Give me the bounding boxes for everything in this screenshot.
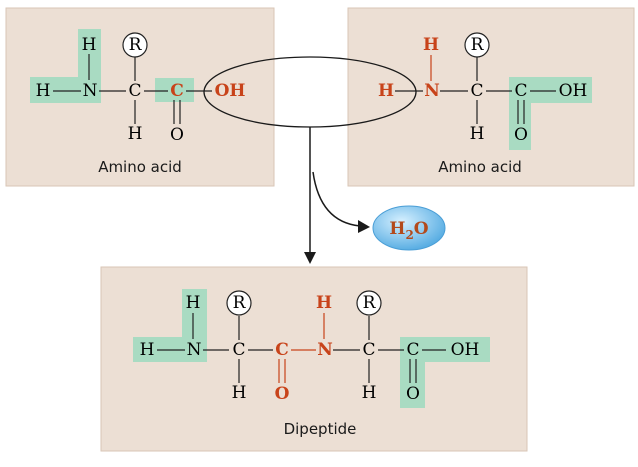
hydroxyl-group: OH <box>215 81 246 101</box>
carbonyl-carbon-atom: C <box>170 81 184 101</box>
hydrogen-atom: H <box>36 81 51 101</box>
alpha-carbon-atom: C <box>470 81 483 101</box>
peptide-hydrogen-atom: H <box>316 293 332 313</box>
water-release-arrow <box>312 171 361 227</box>
carboxyl-highlight <box>509 77 592 150</box>
amino-group-highlight <box>133 289 207 362</box>
peptide-oxygen-atom: O <box>275 384 290 404</box>
nitrogen-atom: N <box>83 81 98 101</box>
dipeptide-panel: H H N C R H C O H N C R H C O OH Dipepti… <box>100 266 528 452</box>
condensation-reaction <box>203 56 417 264</box>
r-group-label: R <box>129 35 143 55</box>
water-formula: H2O <box>389 219 428 242</box>
oxygen-atom: O <box>514 125 528 145</box>
hydrogen-atom: H <box>186 293 201 313</box>
amino-acid-caption: Amino acid <box>98 158 182 176</box>
hydrogen-atom: H <box>378 81 394 101</box>
hydrogen-atom: H <box>423 35 439 55</box>
r-group-label: R <box>471 35 485 55</box>
hydrogen-atom: H <box>362 383 377 403</box>
r-group-circle <box>122 32 148 58</box>
amino-acid-panel-right: H H N C R H C O OH Amino acid <box>347 7 635 187</box>
nitrogen-atom: N <box>187 340 202 360</box>
alpha-carbon-atom: C <box>232 340 245 360</box>
r-group-circle <box>226 290 252 316</box>
hydrogen-atom: H <box>140 340 155 360</box>
amino-group-highlight <box>30 29 101 103</box>
hydroxyl-group: OH <box>451 340 480 360</box>
carboxyl-highlight <box>400 337 490 408</box>
carboxyl-carbon-atom: C <box>406 340 419 360</box>
peptide-carbon-atom: C <box>275 340 289 360</box>
r-group-label: R <box>233 293 247 313</box>
hydrogen-atom: H <box>128 124 143 144</box>
water-release-arrowhead <box>358 220 370 233</box>
peptide-nitrogen-atom: N <box>317 340 333 360</box>
carboxyl-highlight <box>155 78 194 102</box>
alpha-carbon-atom: C <box>128 81 141 101</box>
carbonyl-carbon-atom: C <box>514 81 527 101</box>
dipeptide-caption: Dipeptide <box>284 420 357 438</box>
r-group-circle <box>464 32 490 58</box>
amino-acid-caption: Amino acid <box>438 158 522 176</box>
hydrogen-atom: H <box>232 383 247 403</box>
nitrogen-atom: N <box>424 81 440 101</box>
alpha-carbon-atom: C <box>362 340 375 360</box>
water-molecule: H2O <box>372 205 446 251</box>
r-group-circle <box>356 290 382 316</box>
hydrogen-atom: H <box>82 35 97 55</box>
reaction-arrowhead <box>304 252 316 264</box>
amino-acid-panel-left: H H N C R H C O OH Amino acid <box>5 7 275 187</box>
carboxyl-oxygen-atom: O <box>406 384 420 404</box>
r-group-label: R <box>363 293 377 313</box>
hydroxyl-group: OH <box>559 81 588 101</box>
hydrogen-atom: H <box>470 124 485 144</box>
oxygen-atom: O <box>170 125 184 145</box>
